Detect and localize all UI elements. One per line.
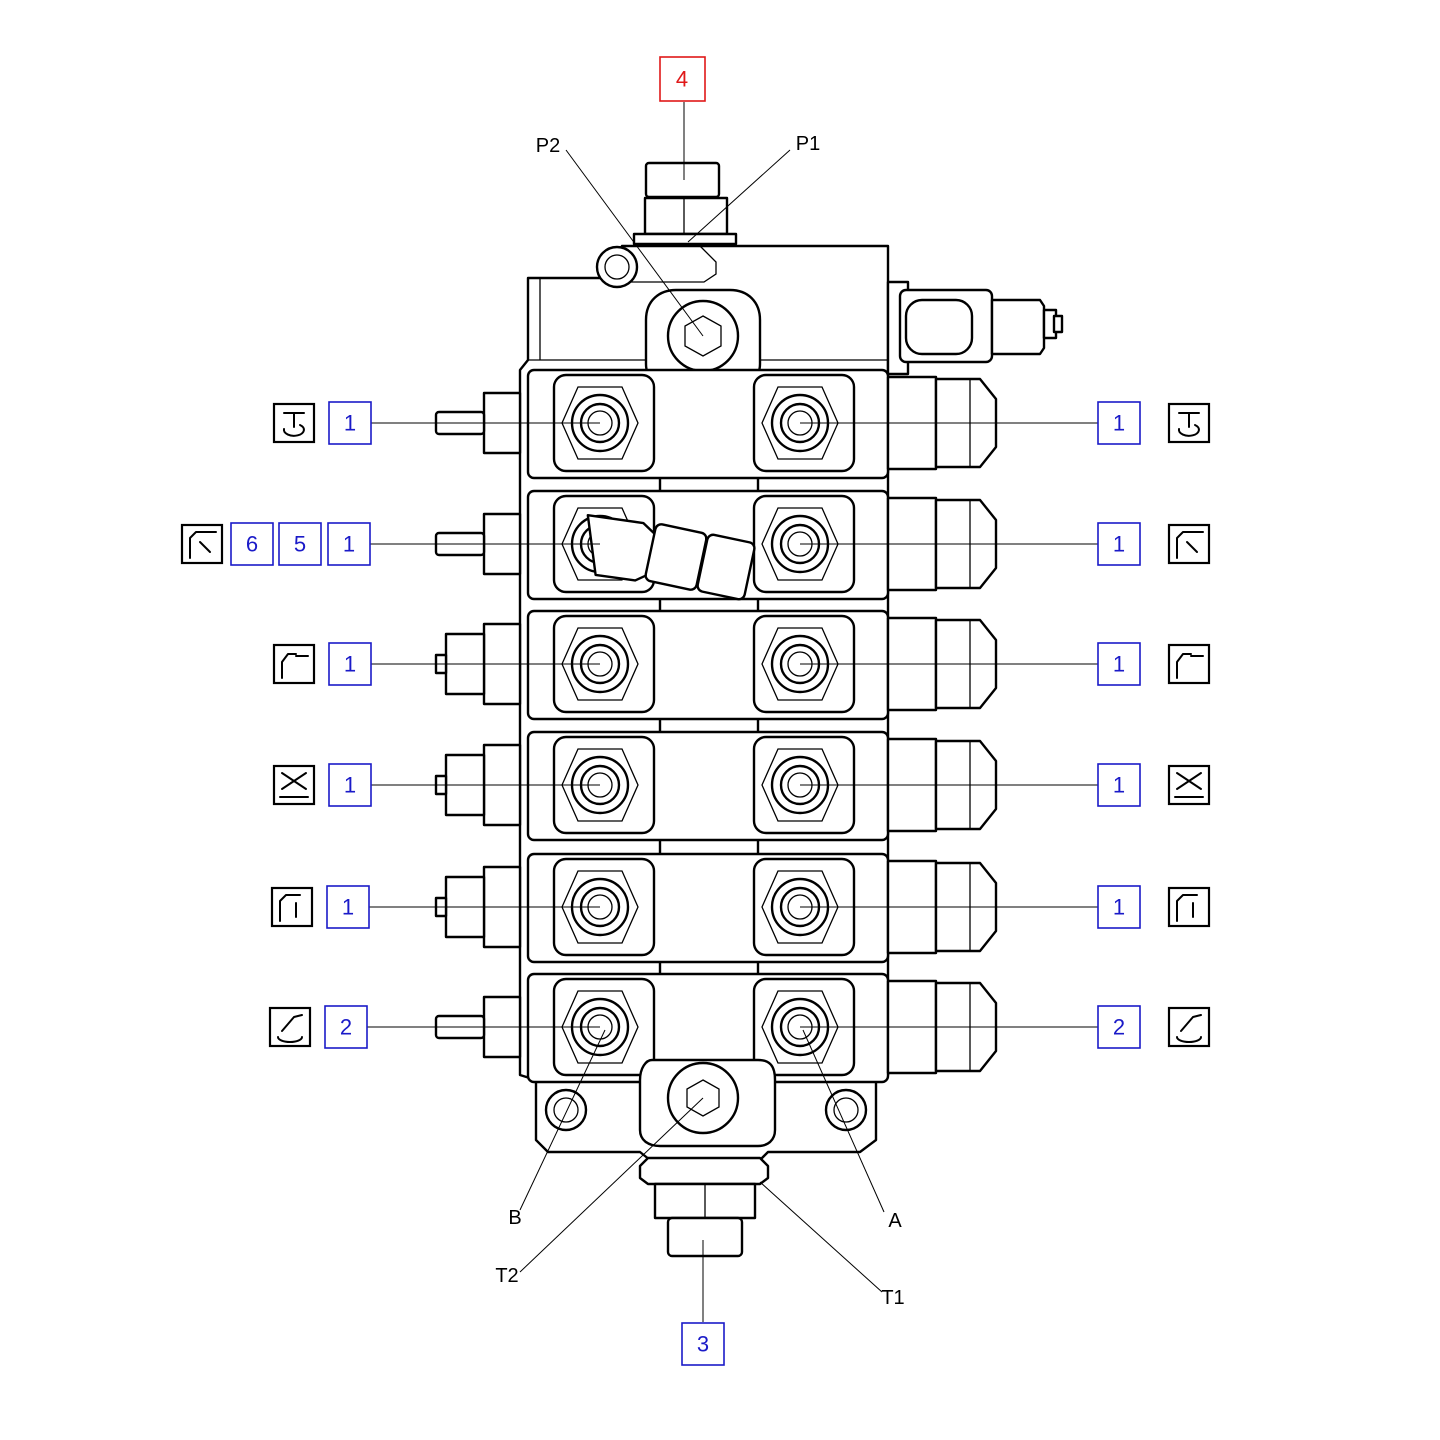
callout-number: 1 [342, 895, 354, 920]
callout-right: 1 [1097, 885, 1141, 929]
grab-open-icon [272, 764, 316, 806]
callout-left: 1 [328, 763, 372, 807]
callout-left: 5 [278, 522, 322, 566]
callout-right: 1 [1097, 401, 1141, 445]
callout-number: 1 [1113, 532, 1125, 557]
callout-right: 1 [1097, 642, 1141, 686]
callout-left: 1 [327, 522, 371, 566]
callout-left: 1 [328, 401, 372, 445]
rotate-icon [1167, 402, 1211, 444]
grab-close-icon [1167, 764, 1211, 806]
callout-bottom-number: 3 [697, 1332, 709, 1357]
port-label-a: A [888, 1210, 902, 1232]
rotator-left-icon [268, 1006, 312, 1048]
port-label-p2: P2 [536, 135, 560, 157]
arm-down-icon [270, 886, 314, 928]
valve-block [434, 161, 1064, 1258]
solenoid [886, 280, 1064, 376]
port-label-t1: T1 [881, 1287, 904, 1309]
rotate-icon [272, 402, 316, 444]
boom-raise-icon [180, 523, 224, 565]
callout-bottom: 3 [681, 1322, 725, 1366]
callout-row: 6 5 1 1 [180, 522, 1211, 566]
callout-number: 1 [344, 411, 356, 436]
rotator-right-icon [1167, 1006, 1211, 1048]
valve-section [434, 730, 998, 842]
callout-left: 1 [328, 642, 372, 686]
valve-section [434, 609, 998, 721]
callout-left: 2 [324, 1005, 368, 1049]
port-label-b: B [508, 1207, 521, 1229]
callout-left: 6 [230, 522, 274, 566]
valve-section [434, 852, 998, 964]
callout-right: 2 [1097, 1005, 1141, 1049]
callout-number: 1 [1113, 411, 1125, 436]
boom-lower-icon [1167, 523, 1211, 565]
arm-extend-icon [272, 643, 316, 685]
callout-number: 2 [340, 1015, 352, 1040]
arm-up-icon [1167, 886, 1211, 928]
port-label-t2: T2 [495, 1265, 518, 1287]
valve-section [434, 972, 998, 1084]
port-leaders [519, 102, 885, 1322]
callout-right: 1 [1097, 763, 1141, 807]
callout-number: 6 [246, 532, 258, 557]
callout-left: 1 [326, 885, 370, 929]
callout-number: 1 [343, 532, 355, 557]
callout-number: 1 [344, 773, 356, 798]
port-label-p1: P1 [796, 133, 820, 155]
arm-retract-icon [1167, 643, 1211, 685]
callout-number: 2 [1113, 1015, 1125, 1040]
callout-number: 1 [1113, 652, 1125, 677]
tank-fitting [638, 1156, 770, 1258]
callout-right: 1 [1097, 522, 1141, 566]
callout-top-number: 4 [676, 67, 688, 92]
callout-number: 1 [344, 652, 356, 677]
angle-fitting [586, 514, 756, 601]
callout-number: 1 [1113, 773, 1125, 798]
pressure-fitting [632, 161, 738, 246]
callout-top: 4 [659, 56, 706, 102]
callout-number: 1 [1113, 895, 1125, 920]
left-actuator [434, 512, 522, 576]
callout-number: 5 [294, 532, 306, 557]
